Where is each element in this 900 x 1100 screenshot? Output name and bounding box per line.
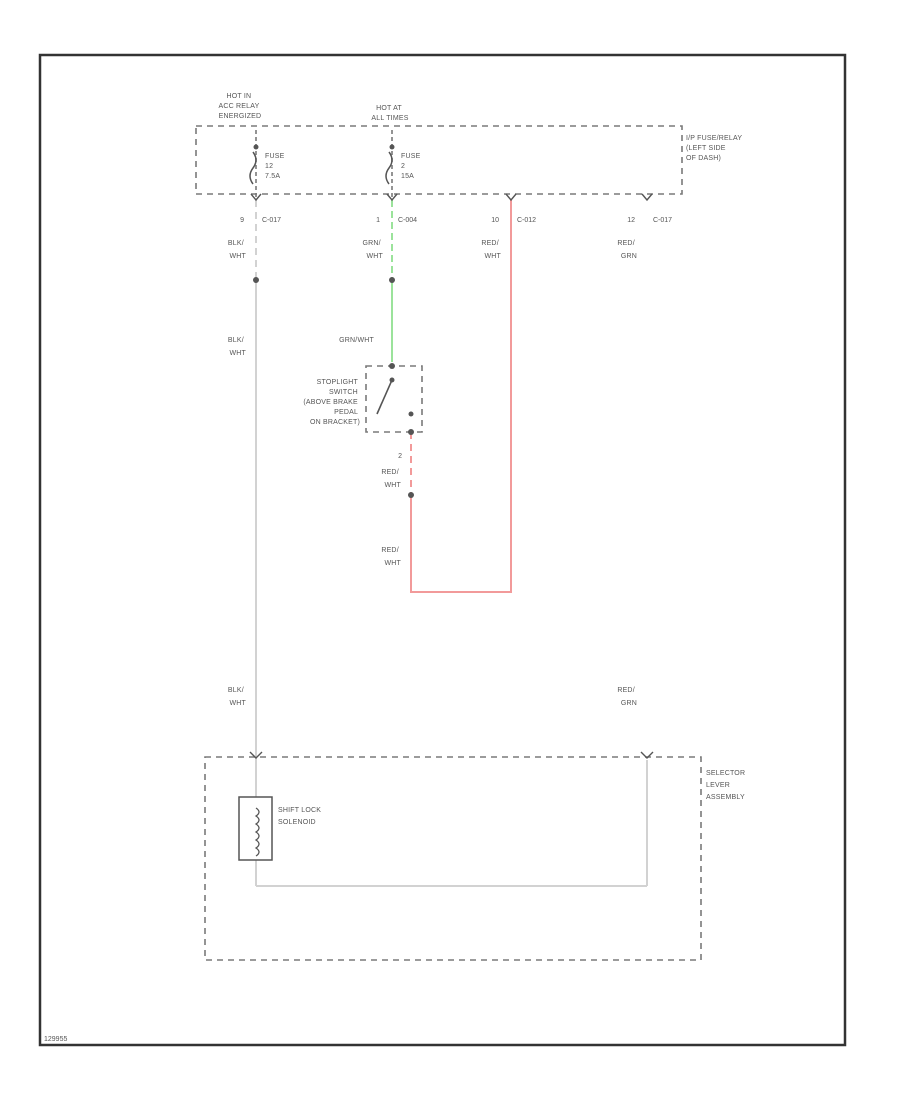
stoplight-switch-label: STOPLIGHT SWITCH (ABOVE BRAKE PEDAL ON B… <box>303 379 360 426</box>
assembly-connector-right <box>640 751 654 759</box>
fuse-2-symbol <box>385 151 393 185</box>
wire-red-wht-loop <box>410 200 512 593</box>
wire-label-blk-wht-1: BLK/ WHT <box>228 240 247 260</box>
wire-label-grn-wht: GRN/ WHT <box>363 240 384 260</box>
connector-c004-chevron <box>386 193 398 202</box>
connector-c017-b-chevron <box>641 193 653 202</box>
connector-c017-b-pin: 12 <box>627 217 635 224</box>
fuse-box-location-label: I/P FUSE/RELAY (LEFT SIDE OF DASH) <box>686 135 744 162</box>
wire-label-red-grn-1: RED/ GRN <box>617 240 637 260</box>
splice-red-wht <box>408 492 414 498</box>
wire-label-red-grn-2: RED/ GRN <box>617 687 637 707</box>
wire-label-red-wht-2: RED/ WHT <box>381 469 401 489</box>
connector-c017-a-pin: 9 <box>240 217 244 224</box>
switch-blade <box>376 379 393 415</box>
switch-top-terminal <box>389 363 395 369</box>
fuse-12-label: FUSE 12 7.5A <box>265 153 287 180</box>
connector-c004-pin: 1 <box>376 217 380 224</box>
shift-lock-solenoid-label: SHIFT LOCK SOLENOID <box>278 807 323 826</box>
connector-c017-a-chevron <box>250 193 262 202</box>
stoplight-switch-pin: 2 <box>398 453 402 460</box>
connector-c004-name: C-004 <box>398 217 417 224</box>
selector-lever-assembly-outline <box>204 756 702 961</box>
fuse-box-outline <box>195 125 683 195</box>
feed-1-label: HOT IN ACC RELAY ENERGIZED <box>219 93 262 120</box>
assembly-connector-left <box>249 751 263 759</box>
splice-grn-wht <box>389 277 395 283</box>
fuse-12-top-terminal <box>253 144 259 150</box>
switch-contact <box>408 411 414 417</box>
connector-c017-b-name: C-017 <box>653 217 672 224</box>
wire-label-red-wht-3: RED/ WHT <box>381 547 401 567</box>
shift-lock-solenoid-body <box>238 796 273 861</box>
connector-c012-chevron <box>505 193 517 202</box>
fuse-2-label: FUSE 2 15A <box>401 153 423 180</box>
fuse-12-symbol <box>249 151 257 185</box>
connector-c012-name: C-012 <box>517 217 536 224</box>
wire-label-red-wht-1: RED/ WHT <box>481 240 501 260</box>
shift-lock-solenoid-coil <box>254 807 260 857</box>
connector-c017-a-name: C-017 <box>262 217 281 224</box>
feed-2-label: HOT AT ALL TIMES <box>371 105 408 122</box>
selector-lever-assembly-label: SELECTOR LEVER ASSEMBLY <box>706 770 747 801</box>
fuse-2-top-terminal <box>389 144 395 150</box>
wire-label-grn-wht-inline: GRN/WHT <box>339 337 374 344</box>
splice-blk-wht <box>253 277 259 283</box>
stoplight-switch-outline <box>365 365 423 433</box>
diagram-code: 129955 <box>44 1036 67 1043</box>
switch-bottom-terminal <box>408 429 414 435</box>
wire-label-blk-wht-2: BLK/ WHT <box>228 337 247 357</box>
connector-c012-pin: 10 <box>491 217 499 224</box>
wire-label-blk-wht-3: BLK/ WHT <box>228 687 247 707</box>
diagram-frame <box>38 53 847 1047</box>
